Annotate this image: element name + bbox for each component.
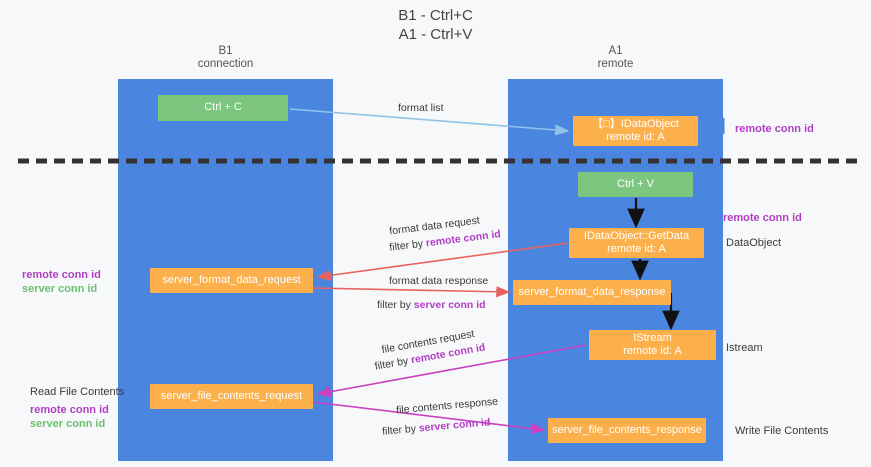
edge-label-file-contents-response-text: file contents response	[395, 395, 499, 417]
side-label-left-bot-remote: remote conn id	[30, 404, 109, 416]
node-istream[interactable]: IStream remote id: A	[589, 330, 716, 360]
node-getdata-line1: IDataObject::GetData	[583, 229, 690, 242]
node-server-format-data-request[interactable]: server_format_data_request	[150, 268, 313, 293]
node-server-format-data-response-label: server_format_data_response	[518, 285, 666, 298]
filter-prefix-2: filter by	[377, 299, 414, 311]
column-header-b1-role: connection	[197, 58, 254, 70]
node-idataobject-getdata[interactable]: IDataObject::GetData remote id: A	[569, 228, 704, 258]
edge-label-format-data-response: format data response	[389, 274, 488, 288]
arrow-format-data-response	[312, 286, 511, 298]
edge-label-format-data-response-text: format data response	[389, 275, 489, 287]
side-label-left-bot-server: server conn id	[30, 418, 106, 430]
node-ctrl-c-label: Ctrl + C	[204, 101, 242, 114]
node-server-file-contents-request-label: server_file_contents_request	[160, 389, 303, 402]
filter-prefix-1: filter by	[388, 237, 427, 254]
page-title: B1 - Ctrl+C A1 - Ctrl+V	[0, 6, 871, 44]
filter-key-server-conn-id-1: server conn id	[413, 299, 486, 311]
node-idataobject[interactable]: 【□】IDataObject remote id: A	[573, 116, 698, 146]
node-istream-line2: remote id: A	[623, 345, 682, 357]
side-label-left-bot-group: remote conn id server conn id	[30, 403, 109, 431]
side-label-write-file-contents: Write File Contents	[735, 425, 829, 437]
node-getdata-line2: remote id: A	[607, 243, 666, 255]
node-server-file-contents-response[interactable]: server_file_contents_response	[548, 418, 706, 443]
column-header-b1: B1 connection	[118, 45, 333, 71]
side-label-remote-conn-id-top: remote conn id	[735, 123, 814, 135]
edge-label-file-contents-response-filter: filter by server conn id	[382, 415, 491, 438]
node-idataobject-line1: 【□】IDataObject	[592, 117, 679, 130]
edge-label-format-list: format list	[398, 102, 444, 114]
node-server-file-contents-response-label: server_file_contents_response	[552, 423, 702, 436]
node-istream-line1: IStream	[633, 331, 672, 344]
node-server-format-data-response[interactable]: server_format_data_response	[513, 280, 671, 305]
column-header-a1-name: A1	[608, 45, 623, 57]
side-label-dataobject: DataObject	[726, 237, 782, 249]
filter-key-server-conn-id-2: server conn id	[418, 416, 491, 435]
side-label-read-file-contents: Read File Contents	[30, 386, 125, 398]
node-server-file-contents-request[interactable]: server_file_contents_request	[150, 384, 313, 409]
node-idataobject-line2: remote id: A	[606, 131, 665, 143]
side-label-left-mid-server: server conn id	[22, 283, 98, 295]
column-header-a1: A1 remote	[508, 45, 723, 71]
side-label-remote-conn-id-mid: remote conn id	[723, 212, 802, 224]
side-label-istream: Istream	[726, 342, 763, 354]
title-line-2: A1 - Ctrl+V	[398, 26, 473, 43]
column-header-a1-role: remote	[597, 58, 634, 70]
filter-prefix-4: filter by	[381, 422, 420, 438]
node-server-format-data-request-label: server_format_data_request	[162, 273, 301, 286]
node-ctrl-v[interactable]: Ctrl + V	[578, 172, 693, 197]
side-label-left-mid-group: remote conn id server conn id	[22, 268, 101, 296]
filter-prefix-3: filter by	[373, 354, 413, 373]
edge-label-format-data-response-filter: filter by server conn id	[377, 298, 486, 312]
column-header-b1-name: B1	[218, 45, 233, 57]
node-ctrl-v-label: Ctrl + V	[617, 177, 654, 190]
edge-label-file-contents-response: file contents response	[396, 395, 499, 418]
side-label-left-mid-remote: remote conn id	[22, 269, 101, 281]
title-line-1: B1 - Ctrl+C	[398, 7, 473, 24]
node-ctrl-c[interactable]: Ctrl + C	[158, 95, 288, 121]
